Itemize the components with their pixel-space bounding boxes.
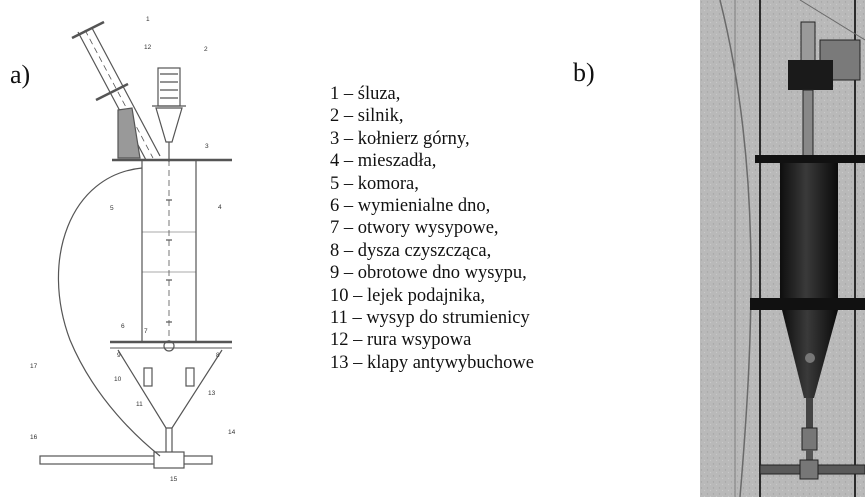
callout-1: 1: [146, 16, 150, 23]
legend-item: 10 – lejek podajnika,: [330, 285, 486, 306]
legend-item: 12 – rura wsypowa: [330, 330, 472, 351]
callout-2: 2: [204, 46, 208, 53]
callout-6: 6: [121, 323, 125, 330]
legend-item: 4 – mieszadła,: [330, 151, 437, 172]
legend-item: 7 – otwory wysypowe,: [330, 218, 499, 239]
legend-item: 6 – wymienialne dno,: [330, 196, 491, 217]
callout-4: 4: [218, 204, 222, 211]
technical-drawing: 1 2 3 4 5 6 7 8 9 10 11 12 13 14 15 16 1…: [30, 16, 236, 483]
legend-item: 8 – dysza czyszcząca,: [330, 240, 492, 261]
legend-item: 2 – silnik,: [330, 106, 404, 127]
callout-12: 12: [144, 44, 152, 51]
callout-3: 3: [205, 143, 209, 150]
callout-8: 8: [216, 352, 220, 359]
legend-item: 11 – wysyp do strumienicy: [330, 308, 530, 329]
callout-13: 13: [208, 390, 216, 397]
component-legend: 1 – śluza, 2 – silnik, 3 – kołnierz górn…: [330, 83, 534, 374]
callout-15: 15: [170, 476, 178, 483]
callout-14: 14: [228, 429, 236, 436]
callout-17: 17: [30, 363, 38, 370]
legend-item: 1 – śluza,: [330, 84, 401, 104]
callout-10: 10: [114, 376, 122, 383]
legend-item: 3 – kołnierz górny,: [330, 128, 470, 149]
callout-9: 9: [117, 352, 121, 359]
legend-item: 5 – komora,: [330, 173, 419, 194]
panel-label-b: b): [573, 58, 595, 87]
device-photo: [700, 0, 865, 497]
callout-11: 11: [136, 401, 143, 408]
callout-7: 7: [144, 328, 148, 335]
legend-item: 9 – obrotowe dno wysypu,: [330, 263, 527, 284]
callout-5: 5: [110, 205, 114, 212]
callout-16: 16: [30, 434, 38, 441]
legend-item: 13 – klapy antywybuchowe: [330, 352, 534, 373]
panel-label-a: a): [10, 60, 31, 89]
